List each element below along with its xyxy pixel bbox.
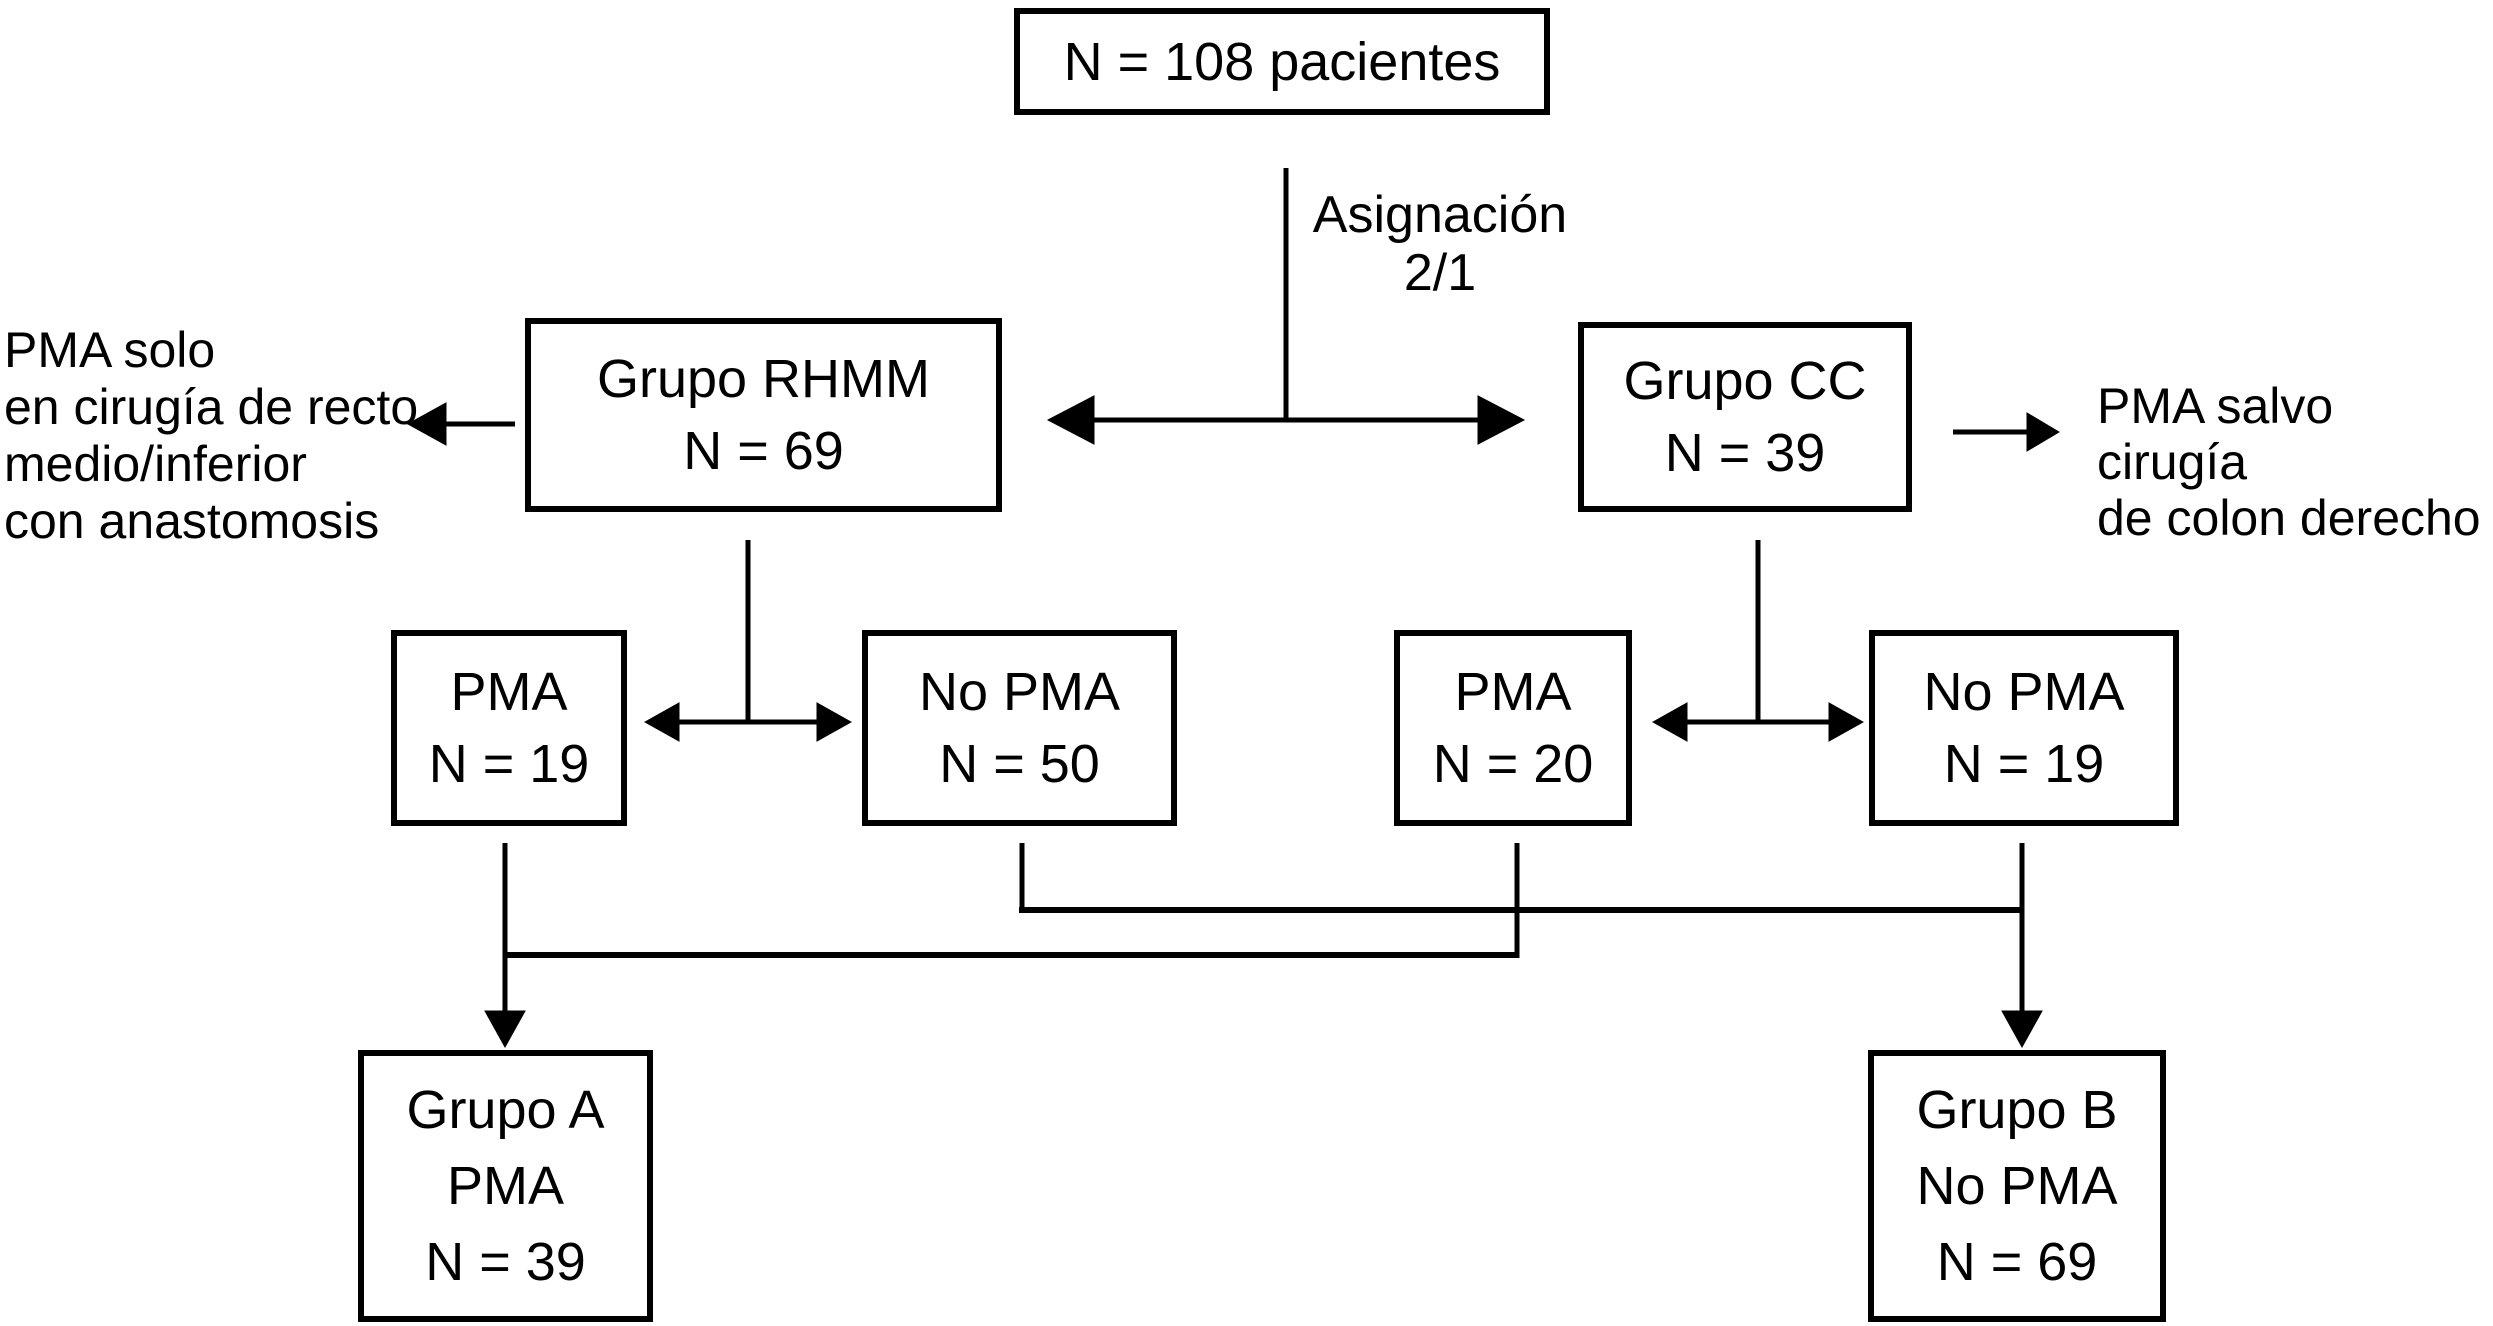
node-grupo-rhmm: Grupo RHMM N = 69 <box>525 318 1002 512</box>
node-total-patients: N = 108 pacientes <box>1014 8 1550 115</box>
right-note: PMA salvo cirugía de colon derecho <box>2097 378 2481 546</box>
node-pma-n19: PMA N = 19 <box>391 630 627 826</box>
node-pma-n20: PMA N = 20 <box>1394 630 1632 826</box>
node-grupo-a: Grupo A PMA N = 39 <box>358 1050 653 1322</box>
node-no-pma-n50: No PMA N = 50 <box>862 630 1177 826</box>
edge-cc-right-note-arrow <box>1953 412 2060 452</box>
node-grupo-b: Grupo B No PMA N = 69 <box>1868 1050 2166 1322</box>
edge-nopma19-to-grupo-b <box>2001 843 2043 1049</box>
edge-pma19-to-grupo-a <box>484 843 526 1049</box>
edge-cc-split-double-arrow <box>1651 702 1865 742</box>
edge-rhmm-split-double-arrow <box>643 702 853 742</box>
edge-allocation-double-arrow <box>1046 395 1526 445</box>
allocation-label: Asignación 2/1 <box>1312 186 1568 302</box>
node-no-pma-n19: No PMA N = 19 <box>1869 630 2179 826</box>
left-note: PMA solo en cirugía de recto medio/infer… <box>4 322 419 549</box>
node-grupo-cc: Grupo CC N = 39 <box>1578 322 1912 512</box>
